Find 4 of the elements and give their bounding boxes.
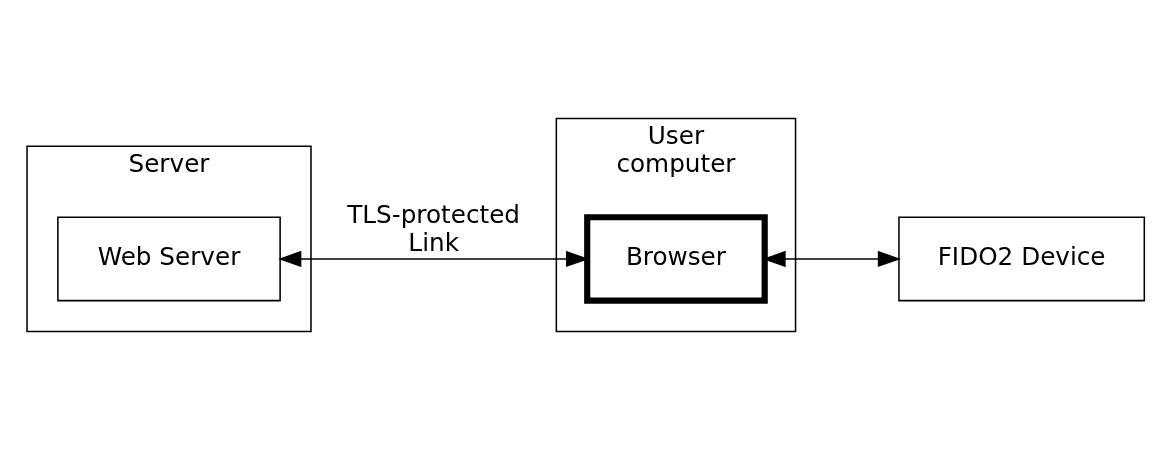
- node-box: FIDO2 Device: [898, 216, 1146, 301]
- node-box: Web Server: [57, 216, 281, 301]
- node-box: Browser: [584, 213, 768, 304]
- edge-label: TLS-protected Link: [347, 199, 521, 257]
